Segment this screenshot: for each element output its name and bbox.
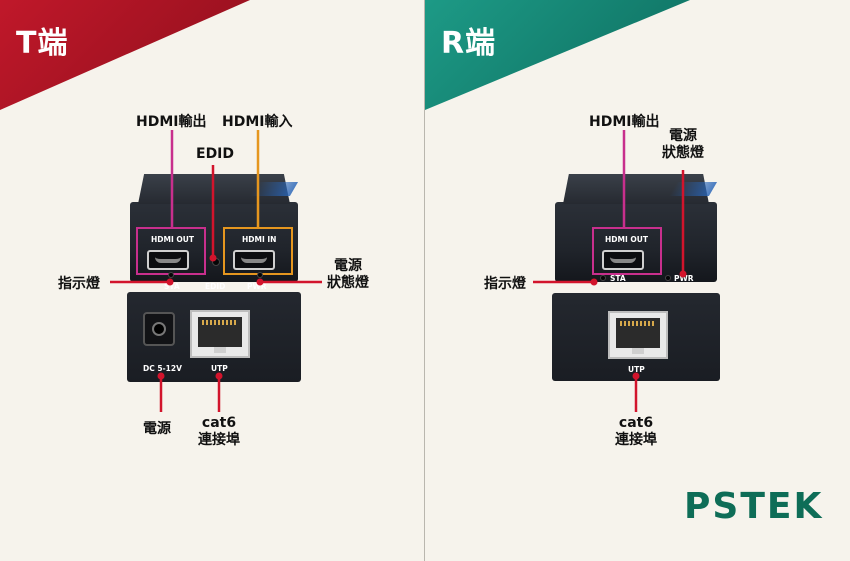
panel-divider (424, 0, 425, 561)
r-label-cat6: cat6 連接埠 (609, 415, 663, 449)
r-hdmi-out-highlight (592, 227, 662, 275)
t-dc-callout-dot (157, 372, 165, 380)
r-label-power-led-line1: 電源 (669, 128, 697, 144)
t-dc-jack (143, 312, 175, 346)
r-hdmi-out-tag: HDMI OUT (605, 235, 648, 244)
t-sta-tag: STA (164, 282, 180, 291)
t-hdmi-out-port (147, 250, 189, 270)
r-pwr-callout-dot (679, 270, 687, 278)
r-pwr-led (665, 275, 671, 281)
r-label-hdmi-out: HDMI輸出 (589, 114, 660, 130)
r-label-indicator: 指示燈 (484, 276, 526, 292)
t-hdmi-out-tag: HDMI OUT (151, 235, 194, 244)
r-label-cat6-line1: cat6 (618, 415, 654, 431)
t-sta-led (168, 272, 174, 278)
t-label-power-led-line1: 電源 (334, 258, 362, 274)
t-pwr-led (257, 272, 263, 278)
pstek-logo: PSTEK (684, 486, 824, 527)
t-label-power: 電源 (143, 421, 171, 437)
r-label-power-led: 電源 狀態燈 (657, 128, 709, 162)
t-label-cat6: cat6 連接埠 (192, 415, 246, 449)
r-label-power-led-line2: 狀態燈 (662, 145, 704, 161)
r-panel-title: R端 (441, 26, 497, 61)
t-edid-callout-dot (209, 254, 217, 262)
t-hdmi-in-port (233, 250, 275, 270)
t-edid-tag: EDID (205, 282, 226, 291)
r-sta-led (600, 275, 606, 281)
t-utp-tag: UTP (211, 364, 228, 373)
r-rj45-port (608, 311, 668, 359)
t-hdmi-in-tag: HDMI IN (242, 235, 277, 244)
t-label-indicator: 指示燈 (58, 276, 100, 292)
r-label-cat6-line2: 連接埠 (615, 432, 657, 448)
t-label-power-led: 電源 狀態燈 (322, 258, 374, 292)
t-indicator-callout-dot (166, 278, 174, 286)
t-rj45-port (190, 310, 250, 358)
r-utp-tag: UTP (628, 365, 645, 374)
r-indicator-callout-dot (590, 278, 598, 286)
t-label-cat6-line1: cat6 (201, 415, 237, 431)
r-utp-callout-dot (632, 372, 640, 380)
t-label-edid: EDID (196, 146, 235, 162)
r-hdmi-out-port (602, 250, 644, 270)
t-label-hdmi-out: HDMI輸出 (136, 114, 207, 130)
r-device-front-panel: HDMI OUT STA PWR (555, 174, 718, 283)
t-pwr-tag: PWR (247, 282, 267, 291)
r-pwr-tag: PWR (674, 274, 694, 283)
t-device-rear-panel: DC 5-12V UTP (127, 292, 301, 382)
t-label-hdmi-in: HDMI輸入 (222, 114, 293, 130)
t-label-power-led-line2: 狀態燈 (327, 275, 369, 291)
t-panel-title: T端 (16, 26, 69, 61)
t-dc-tag: DC 5-12V (143, 364, 182, 373)
t-utp-callout-dot (215, 372, 223, 380)
r-sta-tag: STA (610, 274, 626, 283)
r-device-rear-panel: UTP (552, 293, 720, 381)
t-pwr-callout-dot (256, 278, 264, 286)
t-label-cat6-line2: 連接埠 (198, 432, 240, 448)
